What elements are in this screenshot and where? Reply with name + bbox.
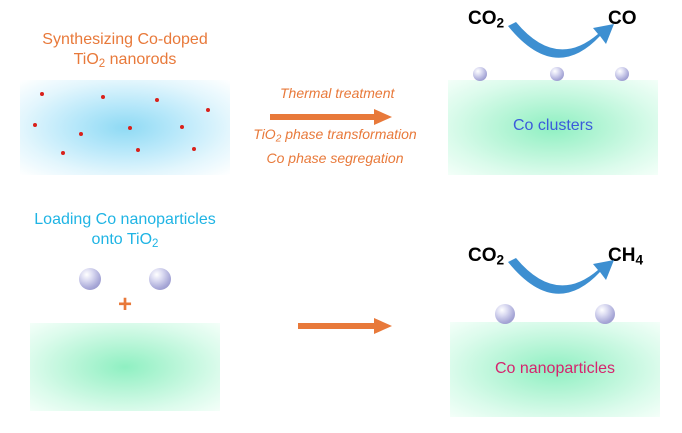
- co-cluster-sphere: [615, 67, 629, 81]
- co-dopant-dot: [180, 125, 184, 129]
- co-cluster-sphere: [473, 67, 487, 81]
- top-caption: Synthesizing Co-doped TiO2 nanorods: [15, 30, 235, 74]
- co-nanoparticles-label: Co nanoparticles: [494, 360, 616, 377]
- loading-arrow: [298, 318, 392, 334]
- top-reactant-co2: CO2: [468, 8, 505, 31]
- bottom-reaction-arrow: [508, 258, 614, 294]
- tio2-support-block: [30, 323, 220, 411]
- bottom-caption-line2: onto TiO2: [91, 231, 159, 250]
- top-caption-line1: Synthesizing Co-doped: [42, 31, 208, 48]
- co-clusters-label: Co clusters: [512, 117, 594, 134]
- co-dopant-dot: [33, 123, 37, 127]
- thermal-treatment-arrow: [270, 109, 392, 125]
- top-caption-line2: TiO2 nanorods: [73, 51, 177, 70]
- co-dopant-dot: [206, 108, 210, 112]
- co-cluster-sphere: [550, 67, 564, 81]
- co-nanoparticle-sphere: [79, 268, 101, 290]
- thermal-treatment-label: Thermal treatment: [280, 85, 395, 101]
- top-product-co: CO: [608, 8, 637, 29]
- co-nanoparticle-sphere: [149, 268, 171, 290]
- co-dopant-dot: [79, 132, 83, 136]
- co-nanoparticle-sphere: [495, 304, 515, 324]
- co-dopant-dot: [136, 148, 140, 152]
- co-dopant-dot: [192, 147, 196, 151]
- bottom-caption: Loading Co nanoparticles onto TiO2: [5, 210, 245, 254]
- co-clusters-support: [448, 80, 658, 175]
- bottom-caption-line1: Loading Co nanoparticles: [34, 211, 216, 228]
- process-description: TiO2 phase transformation Co phase segre…: [240, 125, 430, 168]
- phase-segregation-label: Co phase segregation: [266, 149, 404, 166]
- co-dopant-dot: [128, 126, 132, 130]
- top-reaction-arrow: [508, 22, 614, 58]
- co-dopant-dot: [40, 92, 44, 96]
- co-dopant-dot: [101, 95, 105, 99]
- co-dopant-dot: [61, 151, 65, 155]
- bottom-product-ch4: CH4: [608, 245, 644, 268]
- phase-transformation-label: TiO2 phase transformation: [253, 126, 417, 145]
- co-nanoparticle-sphere: [595, 304, 615, 324]
- co-nanoparticles-support: [450, 322, 660, 417]
- bottom-reactant-co2: CO2: [468, 245, 505, 268]
- co-dopant-dot: [155, 98, 159, 102]
- co-doped-tio2-nanorod-block: [20, 80, 230, 175]
- plus-sign: +: [117, 291, 132, 318]
